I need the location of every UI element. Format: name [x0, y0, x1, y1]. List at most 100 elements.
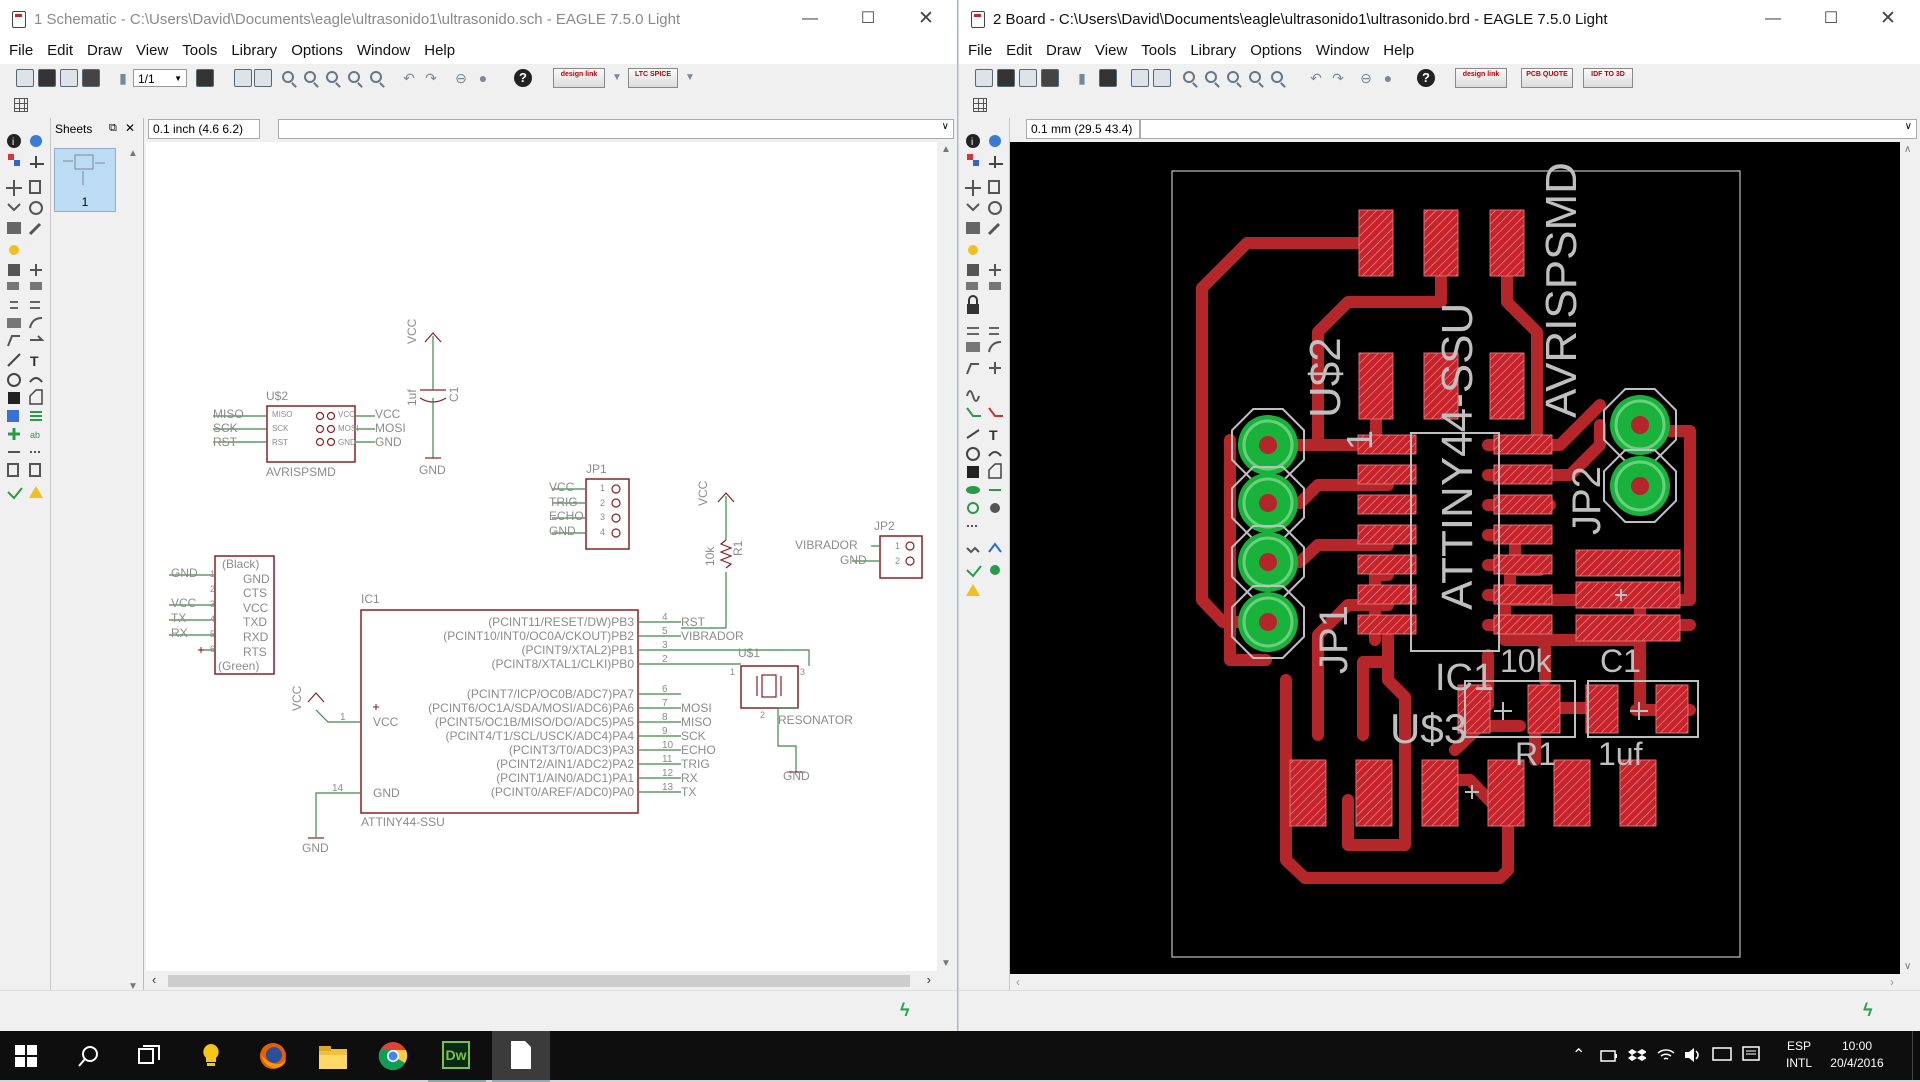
- add-icon[interactable]: [989, 264, 1001, 276]
- display-tray-icon[interactable]: [1712, 1047, 1732, 1063]
- display-icon[interactable]: [8, 154, 20, 166]
- drc-icon[interactable]: [990, 565, 1000, 575]
- replace-icon[interactable]: [989, 282, 1001, 290]
- group-icon[interactable]: [966, 222, 980, 234]
- sheet-thumbnail[interactable]: 1: [54, 148, 116, 212]
- chrome-icon[interactable]: [378, 1041, 408, 1071]
- menu-help[interactable]: Help: [1383, 42, 1415, 59]
- move-icon[interactable]: [965, 180, 981, 196]
- design-link-button[interactable]: design link: [553, 68, 605, 88]
- junction-icon[interactable]: [8, 428, 20, 440]
- file-explorer-icon[interactable]: [318, 1043, 348, 1073]
- mirror-icon[interactable]: [966, 203, 980, 212]
- menu-edit[interactable]: Edit: [47, 42, 74, 59]
- polygon-icon[interactable]: [988, 463, 1002, 479]
- menu-window[interactable]: Window: [356, 42, 411, 59]
- menu-options[interactable]: Options: [1250, 42, 1302, 59]
- display-icon[interactable]: [967, 154, 979, 166]
- chevron-up-icon[interactable]: ⌃: [1572, 1047, 1586, 1064]
- chevron-down-icon[interactable]: ▼: [941, 958, 951, 969]
- hscroll-thumb[interactable]: [168, 975, 910, 987]
- attribute-icon[interactable]: [990, 503, 1000, 513]
- text-icon[interactable]: T: [30, 353, 39, 369]
- menu-tools[interactable]: Tools: [182, 42, 218, 59]
- erc-icon[interactable]: [29, 463, 41, 477]
- sheet-select[interactable]: 1/1▼: [133, 69, 187, 87]
- menu-library[interactable]: Library: [1190, 42, 1237, 59]
- move-icon[interactable]: [6, 180, 22, 196]
- schematic-canvas[interactable]: U$2 AVRISPSMD MISO SCK RST VCC MOSI GND …: [146, 142, 937, 971]
- title-bar[interactable]: 2 Board - C:\Users\David\Documents\eagle…: [959, 0, 1920, 38]
- menu-help[interactable]: Help: [424, 42, 456, 59]
- circle-icon[interactable]: [966, 447, 980, 461]
- info-icon[interactable]: i: [966, 134, 980, 148]
- script-icon[interactable]: [254, 69, 272, 87]
- chevron-up-icon[interactable]: ▲: [128, 148, 138, 159]
- value-icon[interactable]: [7, 318, 21, 328]
- help-icon[interactable]: ?: [514, 69, 532, 87]
- change-icon[interactable]: [987, 222, 1001, 236]
- chevron-right-icon[interactable]: ›: [926, 972, 931, 987]
- erc-icon[interactable]: [966, 565, 982, 578]
- cam-icon[interactable]: [1041, 69, 1059, 87]
- text-icon[interactable]: T: [989, 427, 998, 443]
- open-icon[interactable]: [975, 69, 993, 87]
- delete-icon[interactable]: [8, 264, 20, 276]
- chevron-left-icon[interactable]: ‹: [1016, 975, 1020, 989]
- route-icon[interactable]: [966, 407, 981, 417]
- menu-library[interactable]: Library: [231, 42, 278, 59]
- cam-icon[interactable]: [82, 69, 100, 87]
- pinswap-icon[interactable]: [7, 282, 19, 290]
- menu-draw[interactable]: Draw: [87, 42, 123, 59]
- undo-icon[interactable]: ↶: [1310, 70, 1322, 86]
- dropbox-icon[interactable]: [1628, 1046, 1646, 1064]
- pinswap-icon[interactable]: [966, 282, 978, 290]
- wifi-icon[interactable]: [1656, 1047, 1676, 1063]
- start-icon[interactable]: [15, 1045, 37, 1067]
- schematic-vscroll[interactable]: ▲ ▼: [938, 142, 955, 971]
- redraw-icon[interactable]: [348, 71, 360, 83]
- meander-icon[interactable]: [966, 390, 980, 402]
- zoom-out-icon[interactable]: [326, 71, 338, 83]
- help-icon[interactable]: ?: [1417, 69, 1435, 87]
- group-icon[interactable]: [7, 222, 21, 234]
- rotate-icon[interactable]: [29, 201, 43, 215]
- ripup-icon[interactable]: [988, 407, 1003, 417]
- net-icon[interactable]: [30, 411, 42, 421]
- minimize-icon[interactable]: —: [1765, 10, 1781, 27]
- add-icon[interactable]: [30, 264, 42, 276]
- mark-icon[interactable]: [30, 156, 44, 168]
- paste-icon[interactable]: [9, 245, 19, 255]
- battery-icon[interactable]: [1600, 1048, 1618, 1064]
- maximize-icon[interactable]: ☐: [1823, 10, 1839, 27]
- ltc-spice-button[interactable]: LTC SPICE: [628, 68, 678, 88]
- bus-icon[interactable]: [7, 410, 19, 422]
- board-icon[interactable]: [196, 69, 214, 87]
- clock[interactable]: 10:00 20/4/2016: [1826, 1038, 1888, 1072]
- delete-icon[interactable]: [967, 264, 979, 276]
- idf-to-3d-button[interactable]: IDF TO 3D: [1583, 68, 1633, 88]
- grid-icon[interactable]: [973, 98, 987, 112]
- save-icon[interactable]: [38, 69, 56, 87]
- menu-file[interactable]: File: [968, 42, 993, 59]
- chevron-up-icon[interactable]: ▲: [941, 144, 951, 155]
- arc-icon[interactable]: [29, 377, 43, 383]
- lock-icon[interactable]: [967, 295, 979, 314]
- schematic-switch-icon[interactable]: ▮: [1078, 70, 1086, 86]
- zoom-select-icon[interactable]: [1271, 71, 1283, 83]
- redo-icon[interactable]: ↷: [1332, 70, 1344, 86]
- stop-icon[interactable]: ⊖: [1360, 70, 1372, 86]
- chevron-left-icon[interactable]: ‹: [152, 972, 157, 987]
- run-status-icon[interactable]: ϟ: [1863, 1000, 1873, 1020]
- dreamweaver-task[interactable]: Dw: [428, 1031, 486, 1082]
- chevron-down-icon[interactable]: ∨: [1904, 961, 1912, 972]
- chevron-up-icon[interactable]: ∧: [1904, 144, 1912, 155]
- chevron-right-icon[interactable]: ›: [1890, 975, 1894, 989]
- print-icon[interactable]: [1019, 69, 1037, 87]
- language-indicator[interactable]: ESP INTL: [1782, 1038, 1816, 1072]
- save-icon[interactable]: [997, 69, 1015, 87]
- chevron-down-icon[interactable]: ∨: [1904, 121, 1912, 132]
- rotate-icon[interactable]: [988, 201, 1002, 215]
- go-icon[interactable]: ●: [1383, 70, 1393, 86]
- document-task[interactable]: [492, 1031, 550, 1082]
